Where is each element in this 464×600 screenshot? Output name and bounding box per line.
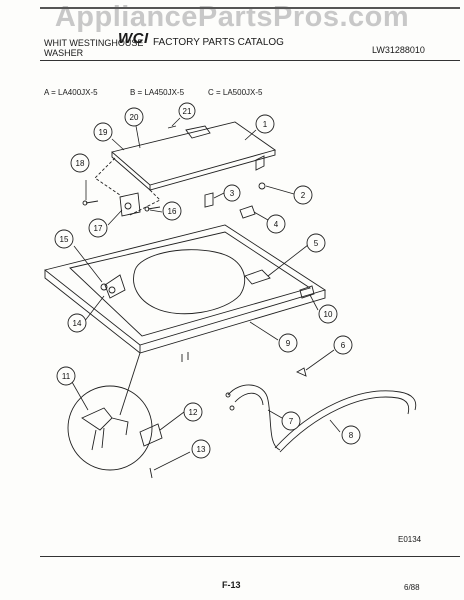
model-a: A = LA400JX-5 [44,88,98,97]
svg-text:14: 14 [73,319,82,328]
diagram-code: E0134 [398,535,422,544]
svg-text:18: 18 [76,159,85,168]
svg-text:16: 16 [168,207,177,216]
callout-13: 13 [191,439,211,459]
catalog-title: FACTORY PARTS CATALOG [153,37,284,48]
svg-text:2: 2 [301,191,306,200]
svg-text:6: 6 [341,341,346,350]
revision-date: 6/88 [404,583,420,592]
svg-text:9: 9 [286,339,291,348]
brand-line-2: WASHER [44,48,84,58]
site-watermark: AppliancePartsPros.com [54,1,410,33]
brand-line-1: WHIT WESTINGHOUSE [44,38,144,48]
svg-text:12: 12 [189,408,198,417]
svg-text:19: 19 [99,128,108,137]
callout-6: 6 [333,335,353,355]
callout-1: 1 [255,114,275,134]
callout-18: 18 [70,153,90,173]
footer-rule [40,556,460,557]
header-rule [40,60,460,61]
wci-logo: WCI [118,30,149,47]
svg-text:4: 4 [274,220,279,229]
svg-text:11: 11 [62,372,71,381]
callout-11: 11 [56,366,76,386]
callout-9: 9 [278,333,298,353]
callout-14: 14 [67,313,87,333]
svg-text:13: 13 [197,445,206,454]
callout-5: 5 [306,233,326,253]
svg-text:8: 8 [349,431,354,440]
svg-text:5: 5 [314,239,319,248]
svg-text:1: 1 [263,120,268,129]
svg-text:7: 7 [289,417,294,426]
svg-text:20: 20 [130,113,139,122]
lid-outline [111,121,277,186]
callout-19: 19 [93,122,113,142]
callout-8: 8 [341,425,361,445]
tub-opening [133,249,246,315]
catalog-number: LW31288010 [372,45,425,55]
callout-7: 7 [281,411,301,431]
callout-2: 2 [293,185,313,205]
callout-17: 17 [88,218,108,238]
callout-10: 10 [318,304,338,324]
svg-text:3: 3 [230,189,235,198]
callout-12: 12 [183,402,203,422]
top-rule [40,7,460,9]
callout-21: 21 [178,102,196,120]
callout-20: 20 [124,107,144,127]
svg-text:10: 10 [324,310,333,319]
page-number: F-13 [222,580,241,590]
callout-3: 3 [223,184,241,202]
svg-text:21: 21 [183,107,192,116]
callout-16: 16 [162,201,182,221]
svg-text:17: 17 [94,224,103,233]
model-b: B = LA450JX-5 [130,88,185,97]
callout-15: 15 [54,229,74,249]
svg-text:15: 15 [60,235,69,244]
callout-4: 4 [266,214,286,234]
detail-zoom-circle [67,385,153,471]
model-c: C = LA500JX-5 [208,88,263,97]
top-cover-outline [44,224,327,346]
